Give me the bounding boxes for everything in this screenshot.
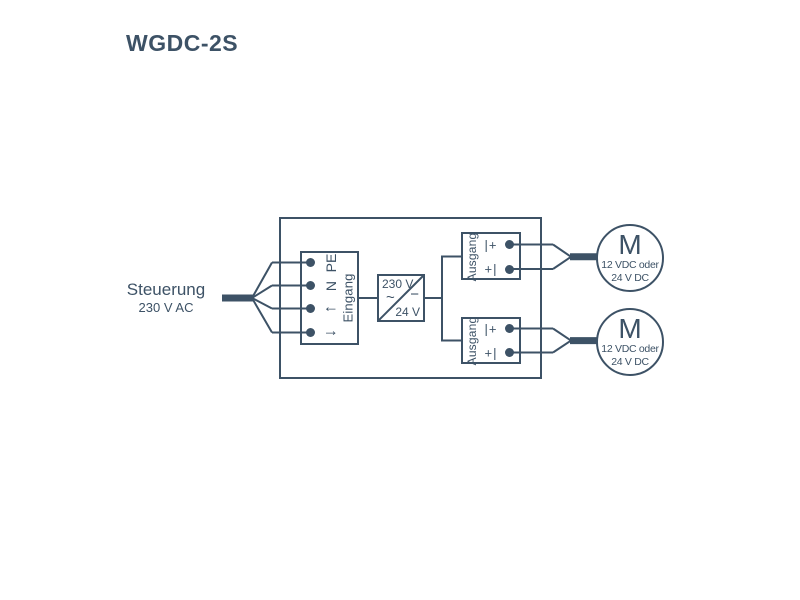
source-voltage: 230 V AC [138,300,194,315]
input-terminal-3-icon [306,304,315,313]
output2-fan-b [552,339,572,354]
converter-output-voltage: 24 V [395,305,420,319]
motor-1-symbol: M [618,229,642,260]
input-fan-wire-1 [251,262,273,299]
input-terminal-1-label: PE [323,253,339,272]
output2-fan-a [552,327,572,342]
input-fan-wire-2 [251,284,273,299]
motor-1-voltage-line2: 24 V DC [611,272,649,284]
motor-2-voltage-line1: 12 VDC oder [601,343,659,355]
input-block-label: Eingang [340,273,356,323]
motor-2-voltage-line2: 24 V DC [611,356,649,368]
output2-polarity-bottom: +| [484,345,498,360]
ac-symbol-icon: ~ [386,289,395,306]
output-block-2-label: Ausgang [465,316,479,365]
output2-terminal-2-icon [505,348,514,357]
converter-input-voltage: 230 V [382,277,414,291]
motor-2: M 12 VDC oder 24 V DC [596,308,664,376]
output1-polarity-bottom: +| [484,261,498,277]
input-terminal-2-icon [306,281,315,290]
output-block-2 [461,317,521,364]
output1-terminal-2-icon [505,264,514,274]
input-fan-wire-4 [251,297,273,334]
input-fan-wire-3 [251,297,273,310]
motor-1-voltage-line1: 12 VDC oder [601,259,659,271]
output1-fan-a [552,243,572,258]
converter-box: 230 V ~ − 24 V [377,274,425,322]
motor-1: M 12 VDC oder 24 V DC [596,224,664,292]
device-enclosure [279,217,542,379]
converter-diagonal [377,274,425,322]
input-terminal-4-icon [306,328,315,337]
dc-symbol-icon: − [410,286,419,303]
output2-polarity-top: |+ [484,321,498,336]
output2-terminal-1-icon [505,324,514,333]
input-up-arrow-icon: ↑ [322,304,339,313]
input-down-arrow-icon: ↓ [322,328,339,337]
input-terminal-block [300,251,359,345]
output-block-1 [461,232,521,280]
output1-terminal-1-icon [505,240,514,249]
input-terminal-1-icon [306,258,315,267]
output1-fan-b [552,255,572,270]
input-terminal-2-label: N [323,280,339,291]
page-title: WGDC-2S [126,30,239,56]
source-label: Steuerung 230 V AC [116,280,216,316]
motor-2-symbol: M [618,313,642,344]
output1-polarity-top: |+ [484,237,498,252]
source-name: Steuerung [126,280,206,299]
output-block-1-label: Ausgang [465,232,479,281]
